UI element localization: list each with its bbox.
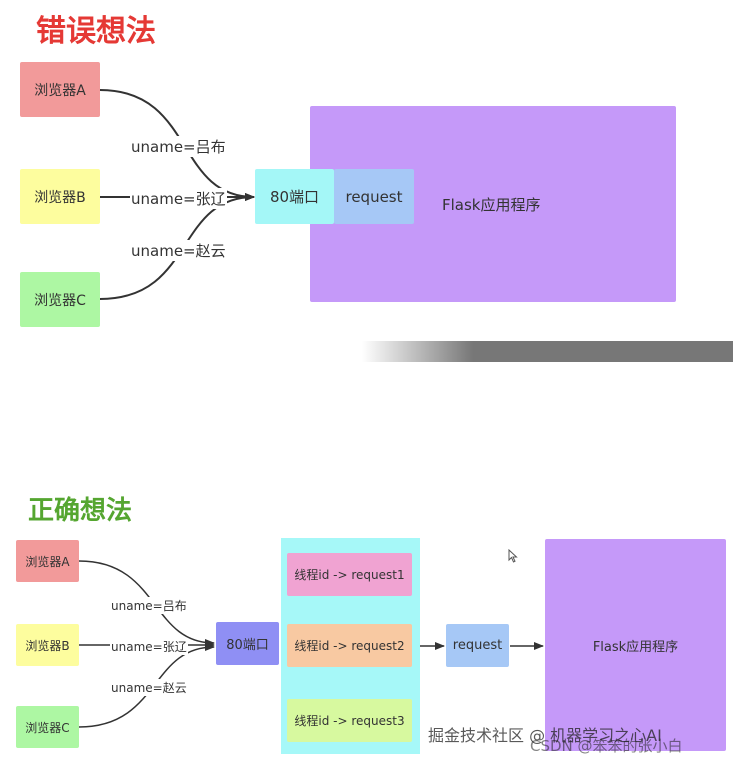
flask2-app-box: Flask应用程序 [545, 539, 726, 751]
port-80-box: 80端口 [255, 169, 334, 224]
request2-label: request [452, 638, 503, 653]
port-80-label: 80端口 [269, 188, 320, 206]
thread-2-box: 线程id -> request2 [287, 624, 412, 667]
edge-label-zhaoyun: uname=赵云 [130, 240, 227, 261]
browser-a-label: 浏览器A [34, 82, 86, 99]
browser-c-label: 浏览器C [34, 292, 86, 309]
right-idea-title: 正确想法 [28, 496, 133, 526]
edge2-label-zhaoyun: uname=赵云 [110, 679, 188, 696]
request-box: request [334, 169, 414, 224]
browser2-a-box: 浏览器A [16, 540, 79, 582]
thread-1-box: 线程id -> request1 [287, 553, 412, 596]
port2-80-box: 80端口 [216, 622, 279, 665]
wrong-idea-title: 错误想法 [36, 14, 156, 49]
browser2-c-box: 浏览器C [16, 706, 79, 748]
watermark-juejin: 掘金技术社区 @ 机器学习之心AI [428, 726, 662, 745]
edge-label-zhangliao: uname=张辽 [130, 188, 227, 209]
mouse-cursor-icon [508, 549, 518, 563]
thread-3-label: 线程id -> request3 [294, 714, 405, 728]
port2-80-label: 80端口 [226, 638, 269, 653]
thread-1-label: 线程id -> request1 [294, 568, 405, 582]
request2-box: request [446, 624, 509, 667]
browser-a-box: 浏览器A [20, 62, 100, 117]
thread-3-box: 线程id -> request3 [287, 699, 412, 742]
browser2-b-label: 浏览器B [25, 638, 70, 653]
browser-b-box: 浏览器B [20, 169, 100, 224]
gradient-divider [362, 341, 733, 362]
browser2-c-label: 浏览器C [25, 720, 70, 735]
watermark-csdn: CSDN @笨笨的张小白 [530, 737, 683, 755]
edge2-label-zhangliao: uname=张辽 [110, 638, 188, 655]
request-label: request [345, 187, 403, 206]
thread-2-label: 线程id -> request2 [294, 639, 405, 653]
flask-app-label: Flask应用程序 [442, 195, 541, 214]
browser2-a-label: 浏览器A [25, 554, 70, 569]
browser-c-box: 浏览器C [20, 272, 100, 327]
flask2-app-label: Flask应用程序 [592, 639, 679, 655]
browser-b-label: 浏览器B [34, 189, 86, 206]
edge-label-lubu: uname=吕布 [130, 136, 227, 157]
browser2-b-box: 浏览器B [16, 624, 79, 666]
edge2-label-lubu: uname=吕布 [110, 597, 188, 614]
